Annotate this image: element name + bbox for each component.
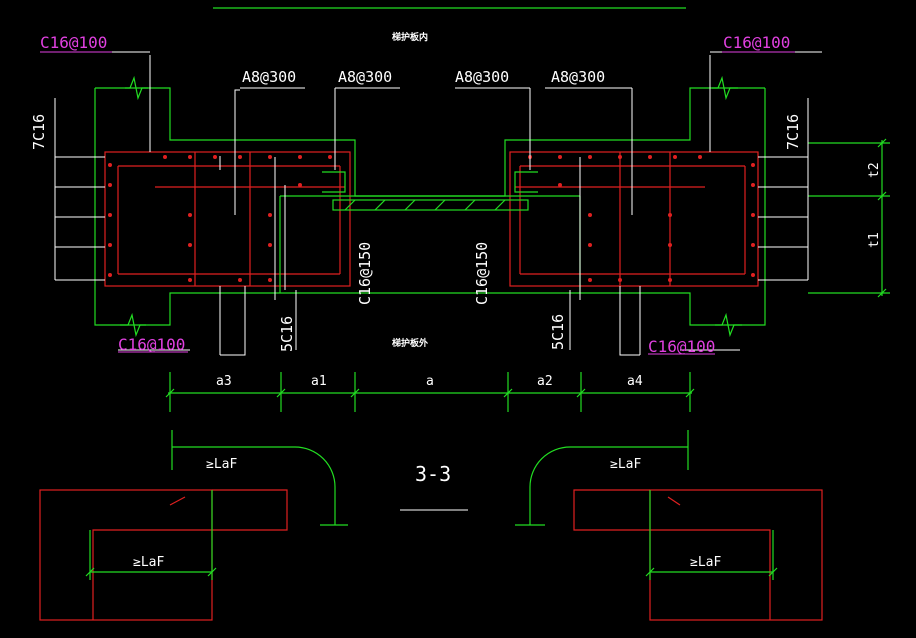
5c16-label-right: 5C16 — [549, 314, 567, 350]
right-wall-body — [509, 151, 759, 287]
t1-label: t1 — [867, 232, 882, 248]
magenta-leaders — [40, 51, 795, 355]
laf-label-hook-left: ≥LaF — [206, 457, 237, 472]
dim-a-label: a — [426, 374, 434, 389]
laf-label-hook-right: ≥LaF — [610, 457, 641, 472]
leader-lines — [40, 51, 822, 511]
corner-detail-left — [39, 489, 288, 621]
dim-a2-label: a2 — [537, 374, 553, 389]
a8-300-label-4: A8@300 — [551, 68, 605, 86]
dimension-chain — [165, 372, 695, 412]
dim-a1-label: a1 — [311, 374, 327, 389]
a8-300-label-2: A8@300 — [338, 68, 392, 86]
dim-a3-label: a3 — [216, 374, 232, 389]
c16-100-label-bottom-right: C16@100 — [648, 337, 715, 356]
a8-300-label-1: A8@300 — [242, 68, 296, 86]
7c16-label-right: 7C16 — [784, 114, 802, 150]
inner-side-label: 梯护板内 — [392, 31, 428, 43]
outer-side-label: 梯护板外 — [392, 337, 428, 349]
7c16-label-left: 7C16 — [30, 114, 48, 150]
hook-detail-left — [171, 430, 348, 526]
dim-a4-label: a4 — [627, 374, 643, 389]
corner-detail-right — [573, 489, 823, 621]
left-rebar-dots — [108, 155, 332, 282]
laf-label-corner-left: ≥LaF — [133, 555, 164, 570]
t2-label: t2 — [867, 162, 882, 178]
c16-100-label-bottom-left: C16@100 — [118, 335, 185, 354]
c16-100-label-top-left: C16@100 — [40, 33, 107, 52]
right-rebar-dots — [528, 155, 755, 282]
hook-detail-right — [515, 430, 689, 526]
c16-150-label-right: C16@150 — [473, 242, 491, 305]
section-title: 3-3 — [415, 462, 451, 486]
a8-300-label-3: A8@300 — [455, 68, 509, 86]
laf-label-corner-right: ≥LaF — [690, 555, 721, 570]
5c16-label-left: 5C16 — [278, 316, 296, 352]
c16-100-label-top-right: C16@100 — [723, 33, 790, 52]
concrete-outline — [94, 75, 890, 338]
left-wall-body — [104, 151, 351, 287]
c16-150-label-left: C16@150 — [356, 242, 374, 305]
